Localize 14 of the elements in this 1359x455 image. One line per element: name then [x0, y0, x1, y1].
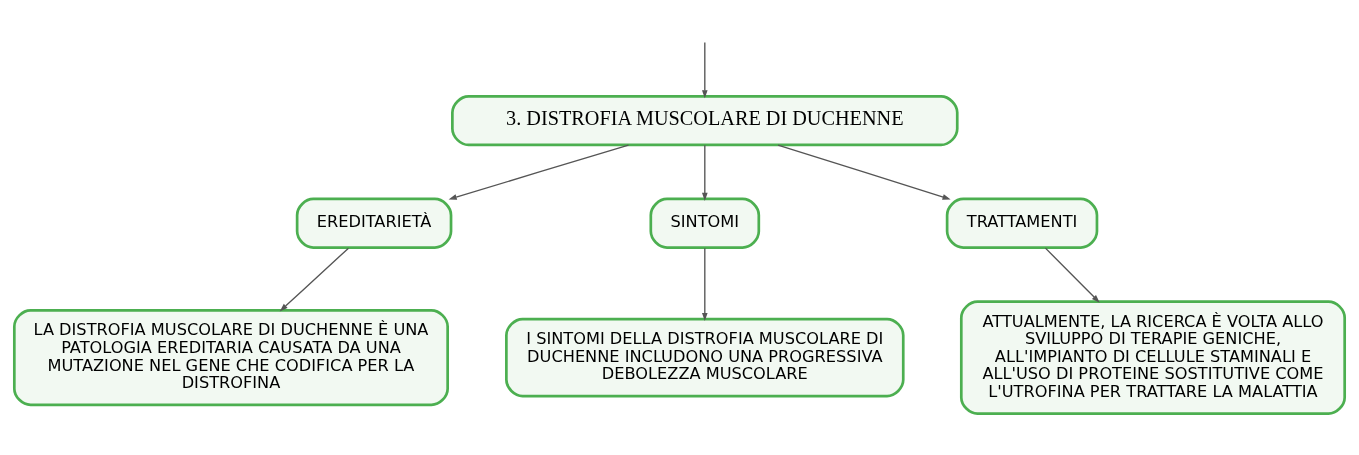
node-box: EREDITARIETÀ: [295, 197, 453, 249]
arrow: [1044, 247, 1100, 303]
node-box: I SINTOMI DELLA DISTROFIA MUSCOLARE DI DUCHENNE INCLUDONO UNA PROGRESSIVA DEBOLEZZA MUSCOLARE: [505, 317, 905, 398]
node-box: ATTUALMENTE, LA RICERCA È VOLTA ALLO SVILUPPO DI TERAPIE GENICHE, ALL'IMPIANTO DI CELLULE STAMINALI E ALL'USO DI PROTEINE SOSTITUTIVE COME L'UTROFINA PER TRATTARE LA MALATTIA: [959, 300, 1346, 415]
node-box: TRATTAMENTI: [945, 197, 1099, 249]
node-box: LA DISTROFIA MUSCOLARE DI DUCHENNE È UNA PATOLOGIA EREDITARIA CAUSATA DA UNA MUTAZIONE NEL GENE CHE CODIFICA PER LA DISTROFINA: [13, 308, 449, 407]
node-box: SINTOMI: [649, 197, 761, 249]
node-box: 3. DISTROFIA MUSCOLARE DI DUCHENNE: [451, 95, 959, 147]
arrow: [701, 144, 708, 201]
arrow: [701, 41, 708, 99]
arrow: [701, 247, 708, 321]
arrow: [448, 144, 630, 200]
arrow: [777, 144, 951, 200]
arrow: [279, 247, 350, 312]
